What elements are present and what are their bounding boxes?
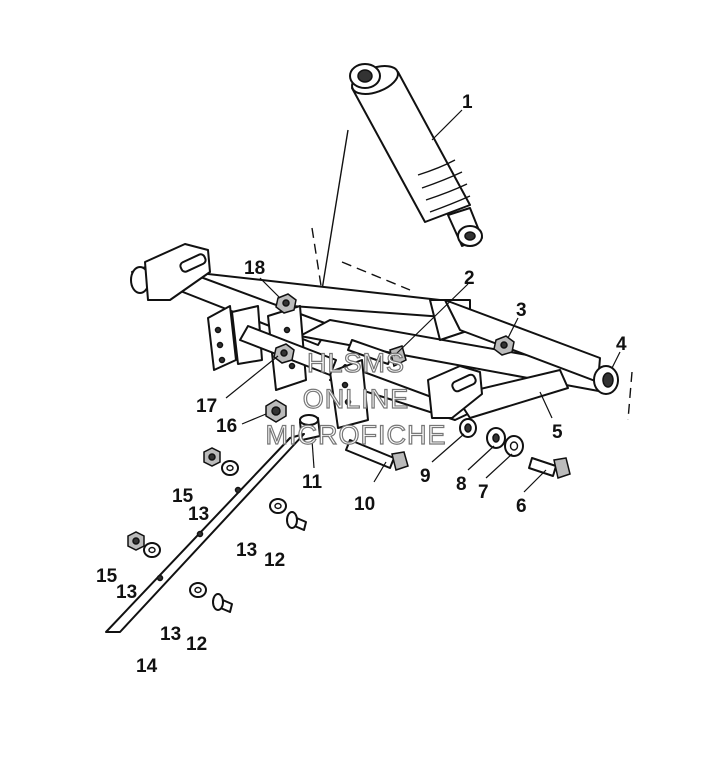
bolt-2[interactable] [347,339,407,368]
callout-15-upper: 15 [172,486,194,507]
callout-4: 4 [616,334,627,355]
callout-3: 3 [516,300,527,321]
callout-labels: 1 2 3 4 5 6 7 8 9 10 11 12 12 13 13 13 1… [96,92,627,677]
callout-11: 11 [302,472,323,493]
nut-18[interactable] [275,293,297,314]
callout-15-lower: 15 [96,566,118,587]
callout-8: 8 [456,474,467,495]
washer-13-c[interactable] [143,542,161,558]
watermark-line-3: MICROFICHE [266,420,447,450]
callout-12-lower: 12 [186,634,207,655]
callout-13-b: 13 [236,540,257,561]
callout-13-c: 13 [116,582,137,603]
callout-17: 17 [196,396,217,417]
bolt-12-lower[interactable] [212,593,233,613]
nut-15-upper[interactable] [203,447,221,467]
washer-7[interactable] [504,435,524,457]
nut-15-lower[interactable] [127,531,145,551]
callout-13-a: 13 [188,504,209,525]
callout-10: 10 [354,494,375,515]
bolt-6[interactable] [528,457,571,479]
nut-17[interactable] [273,343,295,364]
callout-5: 5 [552,422,563,443]
callout-1: 1 [462,92,473,113]
leader-lines [225,109,621,493]
washer-8[interactable] [486,427,506,449]
spacer-9[interactable] [459,418,477,438]
washer-13-d[interactable] [189,582,207,598]
washer-13-b[interactable] [269,498,287,514]
nut-3[interactable] [493,335,515,356]
callout-14: 14 [136,656,158,677]
bolt-12-upper[interactable] [286,511,307,531]
watermark-line-2: ONLINE [303,384,410,414]
bolt-10[interactable] [345,439,409,471]
callout-2: 2 [464,268,475,289]
watermark-line-1: HLSMS [307,348,405,378]
callout-6: 6 [516,496,527,517]
nut-16[interactable] [265,399,287,423]
washer-13-a[interactable] [221,460,239,476]
callout-7: 7 [478,482,489,503]
shock-absorber[interactable] [321,61,483,291]
callout-13-d: 13 [160,624,181,645]
callout-18: 18 [244,258,265,279]
callout-9: 9 [420,466,431,487]
callout-16: 16 [216,416,237,437]
alignment-lines [311,227,633,421]
strap-14[interactable] [105,433,305,633]
watermark: HLSMS ONLINE MICROFICHE [265,347,447,450]
swing-arm[interactable] [130,243,619,429]
callout-12-upper: 12 [264,550,285,571]
